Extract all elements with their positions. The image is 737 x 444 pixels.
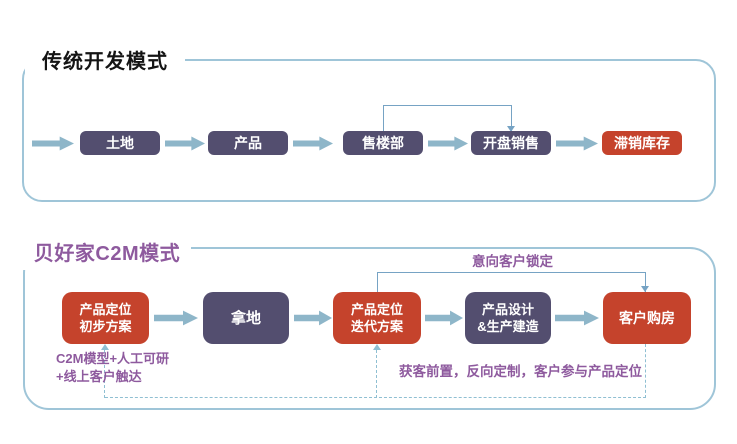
flow-arrow-icon bbox=[428, 136, 468, 151]
arrowhead-down-icon bbox=[641, 286, 649, 292]
feedback-dashed-line bbox=[376, 350, 377, 398]
flow-arrow-icon bbox=[293, 136, 333, 151]
feedback-note: 获客前置，反向定制，客户参与产品定位 bbox=[399, 364, 642, 379]
c2m-model-note: C2M模型+人工可研 +线上客户触达 bbox=[56, 351, 170, 384]
flow-arrow-icon bbox=[425, 310, 463, 326]
step-product: 产品 bbox=[208, 131, 288, 155]
traditional-model-title: 传统开发模式 bbox=[25, 40, 185, 78]
step-initial-positioning: 产品定位 初步方案 bbox=[62, 292, 149, 344]
arrowhead-down-icon bbox=[507, 126, 515, 132]
traditional-model-frame bbox=[22, 59, 716, 202]
feedback-dashed-line bbox=[105, 397, 646, 398]
c2m-model-title: 贝好家C2M模式 bbox=[23, 233, 191, 270]
loop-connector-line bbox=[383, 105, 512, 132]
feedback-dashed-line bbox=[645, 344, 646, 398]
flow-arrow-icon bbox=[165, 136, 205, 151]
step-acquire-land: 拿地 bbox=[203, 292, 289, 344]
step-land: 土地 bbox=[80, 131, 160, 155]
step-design-build: 产品设计 &生产建造 bbox=[465, 292, 551, 344]
intent-lock-connector-line bbox=[377, 272, 646, 292]
step-customer-purchase: 客户购房 bbox=[603, 292, 691, 344]
flow-arrow-icon bbox=[154, 310, 198, 326]
step-unsold-inventory: 滞销库存 bbox=[602, 131, 682, 155]
intent-lock-label: 意向客户锁定 bbox=[472, 254, 553, 269]
flow-arrow-icon bbox=[294, 310, 332, 326]
step-sales-office: 售楼部 bbox=[343, 131, 423, 155]
arrowhead-up-icon bbox=[101, 344, 109, 350]
flow-arrow-icon bbox=[556, 136, 598, 151]
flow-arrow-icon bbox=[32, 136, 74, 151]
flow-arrow-icon bbox=[555, 310, 599, 326]
arrowhead-up-icon bbox=[373, 344, 381, 350]
c2m-model-frame bbox=[23, 247, 716, 410]
step-iterative-positioning: 产品定位 迭代方案 bbox=[333, 292, 421, 344]
feedback-dashed-line bbox=[104, 350, 105, 398]
step-opening-sales: 开盘销售 bbox=[471, 131, 551, 155]
